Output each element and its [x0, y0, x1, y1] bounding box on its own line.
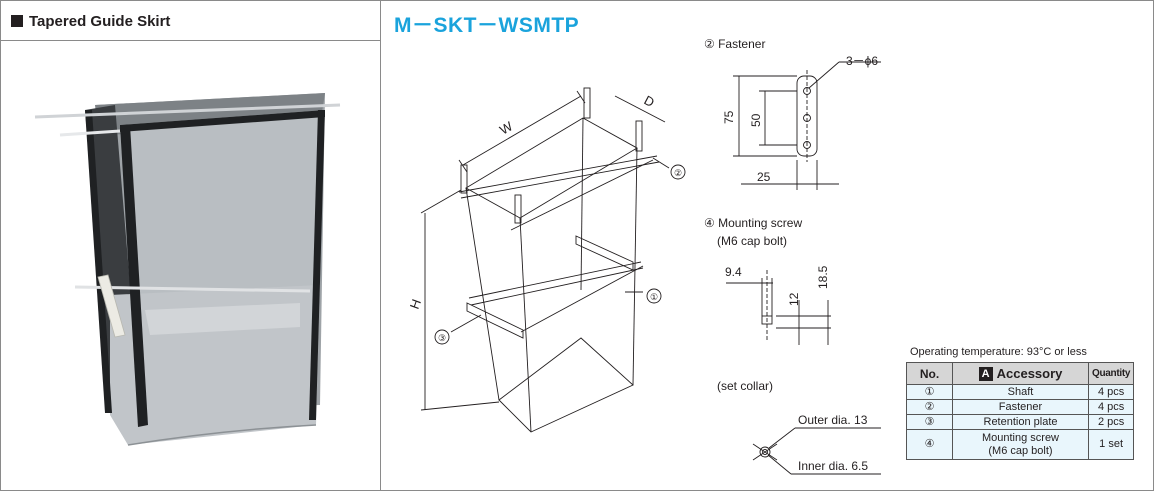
shaft-bottom-front — [520, 265, 644, 333]
left-panel-title-text: Tapered Guide Skirt — [29, 13, 171, 30]
collar-inner-leader — [767, 454, 792, 475]
callout-3-text: ③ — [438, 333, 446, 343]
skirt-front-right-binding — [309, 110, 325, 420]
retention-plate-front — [466, 302, 524, 339]
callout-circle-1 — [646, 288, 662, 304]
shaft-bottom — [74, 285, 311, 293]
left-panel-header: Tapered Guide Skirt — [1, 1, 380, 41]
row-no: ④ — [906, 429, 953, 460]
shaft-top-front — [59, 129, 121, 137]
dim-9-4-label: 9.4 — [725, 265, 742, 279]
skirt-back-left-binding — [85, 110, 112, 413]
row-no: ③ — [906, 414, 953, 430]
box-bottom-face — [498, 337, 634, 433]
header-quantity: Quantity — [1087, 362, 1135, 385]
panel-divider — [380, 0, 381, 491]
box-edge-back — [580, 117, 584, 291]
row-name-sub: (M6 cap bolt) — [988, 444, 1053, 457]
dim-75-label: 75 — [722, 110, 736, 124]
left-panel-title: Tapered Guide Skirt — [11, 13, 170, 30]
dim-h-ext-bottom — [420, 401, 500, 411]
fastener-bracket-2 — [514, 194, 522, 224]
dim-w-label: W — [497, 118, 516, 137]
hole-leader — [808, 61, 840, 89]
accessory-badge-icon: A — [978, 367, 993, 381]
collar-inner-label: Inner dia. 6.5 — [798, 459, 868, 473]
fastener-caption: ② Fastener — [704, 37, 765, 51]
row-qty: 2 pcs — [1087, 414, 1135, 430]
callout-circle-3 — [434, 329, 450, 345]
collar-outer-label: Outer dia. 13 — [798, 413, 868, 427]
row-name: Fastener — [952, 399, 1089, 415]
dim-d-line — [614, 95, 666, 123]
retention-plate-band — [145, 303, 300, 335]
shaft-top-back — [34, 103, 341, 119]
shaft-top — [458, 155, 658, 193]
table-row: ③ Retention plate 2 pcs — [906, 414, 1135, 430]
dim-d-label: D — [642, 92, 657, 110]
fastener-bracket-1 — [460, 164, 468, 194]
skirt-front-left-binding — [120, 125, 148, 427]
dim-h-ext-top — [420, 189, 462, 214]
box-edge-front — [519, 217, 532, 433]
dim-18-5-label: 18.5 — [816, 265, 830, 289]
operating-temperature-note: Operating temperature: 93°C or less — [910, 346, 1087, 358]
dim-25-label: 25 — [757, 170, 771, 184]
dim-w-tick-1 — [458, 159, 468, 173]
row-name-cell: Mounting screw(M6 cap bolt) — [952, 429, 1089, 460]
screw-caption: ④ Mounting screw — [704, 216, 802, 230]
screw-caption-sub: (M6 cap bolt) — [717, 234, 787, 248]
dim-w-tick-2 — [576, 90, 586, 104]
dim-h-label: H — [407, 297, 424, 311]
product-photo — [34, 93, 341, 446]
table-row: ② Fastener 4 pcs — [906, 399, 1135, 415]
collar-cross-2 — [752, 443, 778, 461]
shaft-bottom — [468, 261, 642, 299]
model-code: M－SKT－WSMTP — [394, 14, 580, 37]
fastener-plate-white — [97, 274, 126, 338]
collar-inner-circle — [762, 449, 768, 455]
header-accessory-text: Accessory — [996, 366, 1063, 381]
fastener-bracket-4 — [635, 120, 643, 152]
header-no: No. — [906, 362, 953, 385]
row-name: Mounting screw — [981, 431, 1060, 444]
table-row: ① Shaft 4 pcs — [906, 384, 1135, 400]
dim-50-label: 50 — [749, 113, 763, 127]
skirt-hem — [127, 424, 317, 446]
row-name: Shaft — [952, 384, 1089, 400]
retention-plate-back — [575, 235, 634, 271]
collar-outer-circle — [759, 446, 771, 458]
callout-circle-2 — [670, 164, 686, 180]
skirt-top-binding — [120, 110, 325, 132]
fastener-hole-note: 3－ϕ6 — [846, 54, 878, 68]
leader-3 — [450, 314, 482, 333]
technical-drawing: ② ① ③ W D H ② Fastener 3－ϕ6 75 50 25 — [407, 37, 881, 475]
box-edge-left — [465, 187, 500, 401]
shaft-top-2 — [460, 161, 660, 199]
fastener-bracket-3 — [583, 87, 591, 119]
row-no: ② — [906, 399, 953, 415]
right-panel-header: M－SKT－WSMTP — [381, 1, 1153, 41]
shaft-top-front — [510, 159, 654, 231]
box-top-face — [465, 117, 638, 219]
square-bullet-icon — [11, 15, 23, 27]
callout-2-text: ② — [674, 168, 682, 178]
collar-caption: (set collar) — [717, 379, 773, 393]
dim-12-label: 12 — [787, 292, 801, 306]
collar-outer-leader — [768, 427, 796, 449]
row-name: Retention plate — [952, 414, 1089, 430]
table-row: ④ Mounting screw(M6 cap bolt) 1 set — [906, 429, 1135, 460]
row-qty: 4 pcs — [1087, 384, 1135, 400]
row-qty: 1 set — [1087, 429, 1135, 460]
dim-w-line — [462, 95, 582, 166]
box-edge-right — [632, 147, 638, 386]
leader-2 — [652, 157, 670, 169]
row-qty: 4 pcs — [1087, 399, 1135, 415]
callout-1-text: ① — [650, 292, 658, 302]
row-no: ① — [906, 384, 953, 400]
shaft-bottom-2 — [470, 267, 644, 306]
